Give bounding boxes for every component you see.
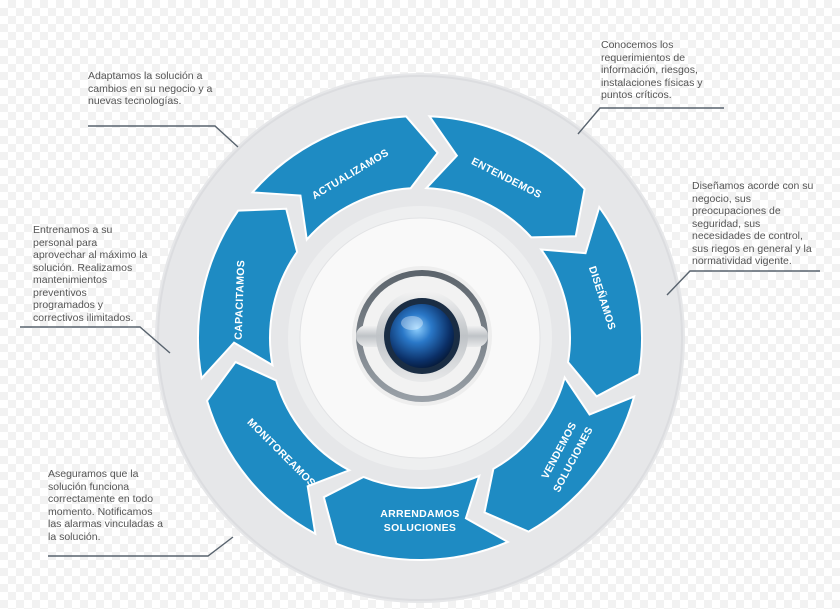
note-disenamos: Diseñamos acorde con su negocio, sus pre… — [692, 180, 814, 267]
connector-monitoreamos — [48, 536, 234, 557]
note-monitoreamos: Aseguramos que la solución funciona corr… — [48, 468, 163, 543]
stage-label-arrendamos-line2: SOLUCIONES — [384, 522, 456, 534]
note-actualizamos: Adaptamos la solución a cambios en su ne… — [88, 70, 213, 107]
stage-label-arrendamos-line1: ARRENDAMOS — [380, 508, 459, 520]
connector-entendemos — [577, 107, 724, 135]
connector-actualizamos — [88, 125, 239, 148]
stage-segment-entendemos — [424, 115, 586, 239]
note-capacitamos: Entrenamos a su personal para aprovechar… — [33, 224, 148, 324]
stage-segment-actualizamos — [250, 115, 439, 242]
stage-label-capacitamos: CAPACITAMOS — [233, 260, 248, 340]
connector-disenamos — [666, 270, 820, 296]
note-entendemos: Conocemos los requerimientos de informac… — [601, 39, 703, 101]
connector-capacitamos — [20, 326, 171, 354]
connector-lines — [20, 107, 820, 557]
stage-segment-arrendamos — [322, 474, 511, 561]
stage-segment-monitoreamos — [205, 360, 352, 536]
stage-segment-vendemos — [483, 375, 636, 533]
stage-segment-disenamos — [539, 204, 643, 398]
stage-segment-capacitamos — [197, 207, 299, 381]
stage-segments — [197, 115, 643, 561]
camera-lens-icon — [352, 266, 492, 406]
